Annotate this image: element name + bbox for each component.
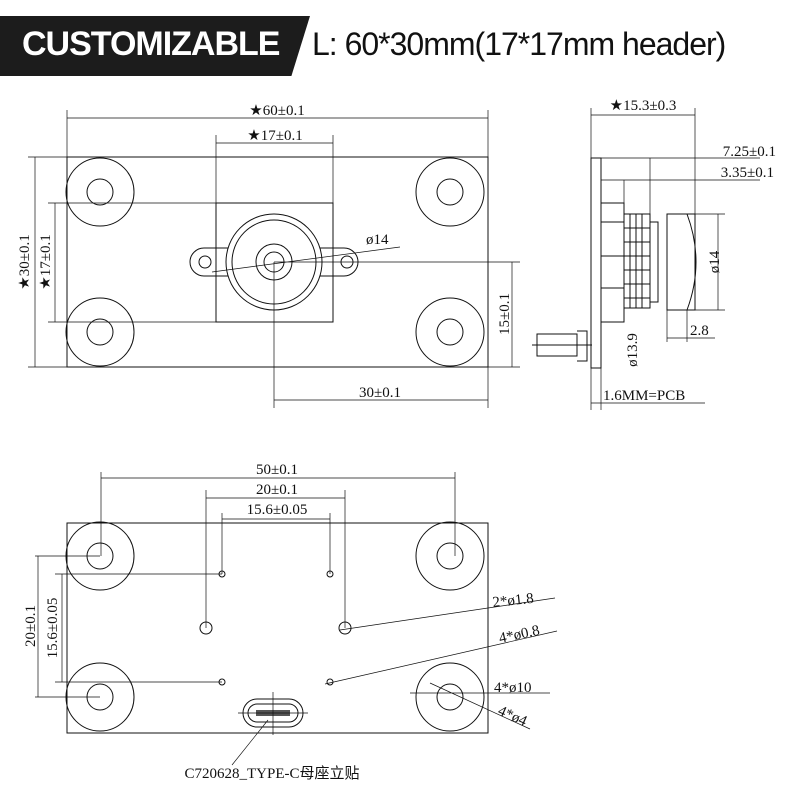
board-outline-bottom bbox=[66, 522, 489, 734]
pcb-edge bbox=[590, 157, 602, 369]
mounting-holes-bottom bbox=[65, 521, 485, 732]
bottom-view: 50±0.1 20±0.1 15.6±0.05 20±0.1 15.6±0.05… bbox=[23, 462, 558, 782]
dim-side-lens-dia: ø14 bbox=[707, 250, 723, 273]
mounting-holes bbox=[65, 157, 485, 367]
dim-lens-len: 2.8 bbox=[690, 323, 709, 339]
dim-offset-x: 30±0.1 bbox=[359, 385, 401, 401]
lens-header bbox=[215, 202, 334, 323]
usb-c-connector bbox=[238, 692, 308, 735]
dim-pad-span: 15.6±0.05 bbox=[247, 502, 308, 518]
dim-header-width: ★17±0.1 bbox=[247, 128, 302, 144]
dim-d1: 7.25±0.1 bbox=[723, 144, 776, 160]
dim-d2: 3.35±0.1 bbox=[721, 165, 774, 181]
label-pin-holes: 2*ø1.8 bbox=[492, 591, 535, 611]
label-connector: C720628_TYPE-C母座立贴 bbox=[184, 765, 359, 782]
label-pads: 4*ø0.8 bbox=[498, 623, 542, 647]
size-spec: L: 60*30mm(17*17mm header) bbox=[312, 26, 726, 62]
dim-lens-dia: ø14 bbox=[366, 232, 389, 248]
badge-text: CUSTOMIZABLE bbox=[22, 25, 280, 63]
customizable-badge: CUSTOMIZABLE bbox=[0, 16, 310, 76]
dim-hole-span: 50±0.1 bbox=[256, 462, 298, 478]
dim-header-height: ★17±0.1 bbox=[38, 234, 54, 289]
top-view: ★60±0.1 ★17±0.1 ★30±0.1 ★17±0.1 15±0.1 3… bbox=[17, 103, 520, 408]
dim-depth: ★15.3±0.3 bbox=[610, 98, 677, 114]
pin-holes bbox=[199, 621, 352, 635]
pads bbox=[218, 570, 334, 686]
label-mount-inner: 4*ø4 bbox=[495, 703, 529, 730]
label-mount-outer: 4*ø10 bbox=[494, 680, 532, 696]
dim-pcb: 1.6MM=PCB bbox=[603, 388, 685, 404]
dim-pin-span: 20±0.1 bbox=[256, 482, 298, 498]
side-view: ★15.3±0.3 7.25±0.1 3.35±0.1 ø14 ø13.9 2.… bbox=[532, 98, 776, 410]
dim-pad-span-v: 15.6±0.05 bbox=[45, 598, 61, 659]
dim-width: ★60±0.1 bbox=[249, 103, 304, 119]
dim-barrel-dia: ø13.9 bbox=[625, 333, 641, 367]
dim-height: ★30±0.1 bbox=[17, 234, 33, 289]
dim-hole-span-v: 20±0.1 bbox=[23, 605, 39, 647]
lens-glass bbox=[666, 213, 696, 311]
dim-offset-y: 15±0.1 bbox=[497, 293, 513, 335]
